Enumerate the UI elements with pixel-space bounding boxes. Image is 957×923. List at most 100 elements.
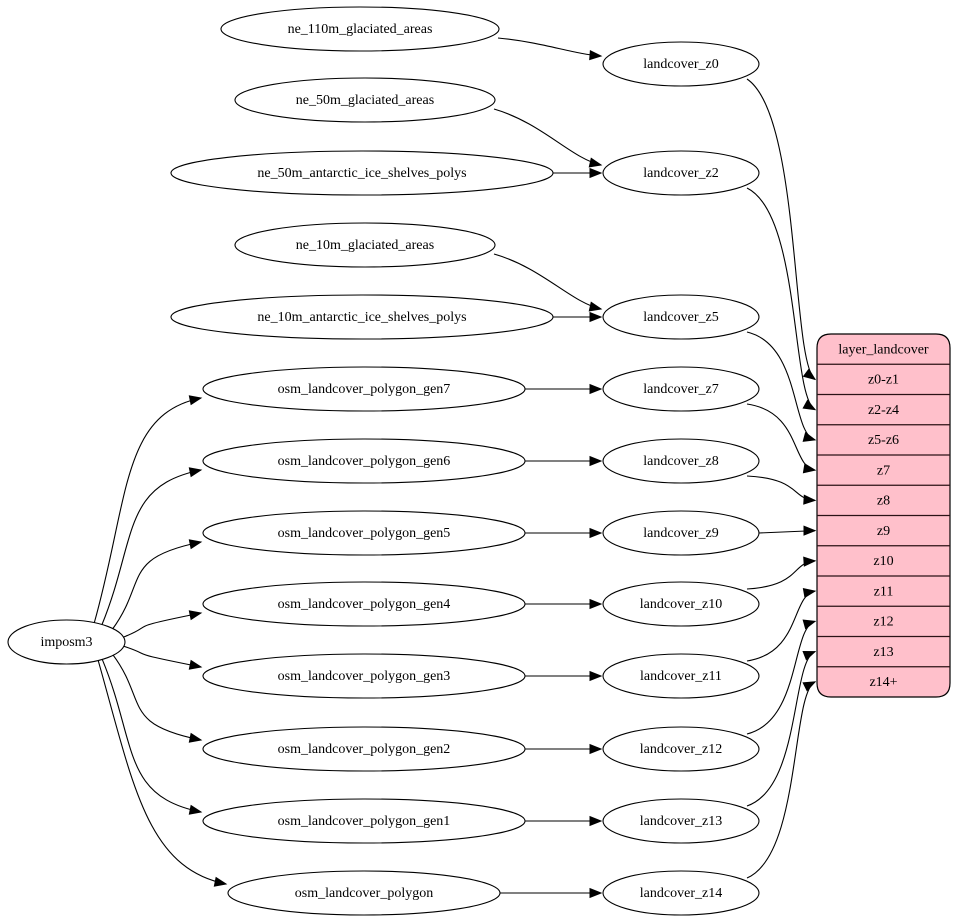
edge-landcover_z13-to-record-port-10	[746, 650, 817, 807]
node-landcover_z5[interactable]: landcover_z5	[602, 294, 760, 340]
edge-arrowhead	[802, 368, 817, 381]
edge-landcover_z0-to-record-port-1-line	[746, 78, 816, 380]
edge-arrowhead	[589, 383, 603, 395]
node-landcover_z5-label: landcover_z5	[643, 310, 718, 325]
edge-arrowhead	[188, 732, 203, 743]
node-landcover_z13[interactable]: landcover_z13	[602, 798, 760, 844]
edge-imposm3-to-osm_landcover_polygon_gen6	[101, 467, 203, 626]
record-row-z0-z1[interactable]: z0-z1	[868, 373, 899, 388]
record-row-label-z5-z6: z5-z6	[868, 433, 899, 448]
node-osm_landcover_polygon_gen4[interactable]: osm_landcover_polygon_gen4	[202, 581, 526, 627]
edge-ne_50m_glaciated_areas-to-landcover_z2	[493, 108, 603, 168]
edge-ne_50m_glaciated_areas-to-landcover_z2-line	[493, 108, 602, 166]
record-row-z9[interactable]: z9	[877, 524, 890, 539]
node-landcover_z11-label: landcover_z11	[640, 669, 722, 684]
node-landcover_z2[interactable]: landcover_z2	[602, 150, 760, 196]
edge-imposm3-to-osm_landcover_polygon_gen4	[122, 610, 203, 638]
node-imposm3-label: imposm3	[40, 635, 92, 650]
record-row-label-z12: z12	[873, 615, 893, 630]
node-osm_landcover_polygon_gen7[interactable]: osm_landcover_polygon_gen7	[202, 366, 526, 412]
edge-imposm3-to-osm_landcover_polygon_gen3	[122, 645, 203, 670]
node-osm_landcover_polygon_gen3-label: osm_landcover_polygon_gen3	[278, 669, 451, 684]
edge-ne_110m_glaciated_areas-to-landcover_z0	[497, 37, 603, 61]
node-ne_10m_glaciated_areas[interactable]: ne_10m_glaciated_areas	[234, 222, 496, 268]
node-landcover_z11-shape	[602, 653, 760, 699]
node-osm_landcover_polygon_gen6-shape	[202, 438, 526, 484]
record-row-z11[interactable]: z11	[874, 584, 894, 599]
record-header-row[interactable]: layer_landcover	[838, 342, 929, 357]
node-landcover_z14-label: landcover_z14	[640, 886, 722, 901]
edge-ne_10m_glaciated_areas-to-landcover_z5	[493, 253, 603, 312]
node-landcover_z13-shape	[602, 798, 760, 844]
edge-osm_landcover_polygon_gen4-to-landcover_z10	[525, 598, 603, 610]
edge-imposm3-to-osm_landcover_polygon	[97, 659, 228, 887]
node-landcover_z8[interactable]: landcover_z8	[602, 438, 760, 484]
edge-landcover_z14-to-record-port-11	[746, 681, 817, 879]
record-row-z7[interactable]: z7	[877, 463, 890, 478]
edge-arrowhead	[188, 395, 203, 406]
edge-imposm3-to-osm_landcover_polygon_gen7-line	[93, 397, 202, 624]
node-ne_110m_glaciated_areas-shape	[220, 6, 500, 52]
node-ne_50m_antarctic_ice_shelves_polys[interactable]: ne_50m_antarctic_ice_shelves_polys	[170, 150, 554, 196]
node-landcover_z14[interactable]: landcover_z14	[602, 870, 760, 916]
edge-arrowhead	[589, 455, 603, 467]
record-row-z10[interactable]: z10	[873, 554, 893, 569]
node-osm_landcover_polygon_gen2-label: osm_landcover_polygon_gen2	[278, 742, 451, 757]
node-osm_landcover_polygon_gen3[interactable]: osm_landcover_polygon_gen3	[202, 653, 526, 699]
node-osm_landcover_polygon_gen5[interactable]: osm_landcover_polygon_gen5	[202, 510, 526, 556]
node-ne_10m_glaciated_areas-shape	[234, 222, 496, 268]
node-ne_50m_glaciated_areas-shape	[234, 77, 496, 123]
edge-imposm3-to-osm_landcover_polygon_gen5	[112, 539, 203, 630]
edge-osm_landcover_polygon_gen2-to-landcover_z12	[525, 743, 603, 755]
node-imposm3[interactable]: imposm3	[7, 619, 126, 665]
node-landcover_z11[interactable]: landcover_z11	[602, 653, 760, 699]
edge-landcover_z2-to-record-port-2	[746, 187, 817, 411]
edge-osm_landcover_polygon_gen7-to-landcover_z7	[525, 383, 603, 395]
record-row-z13[interactable]: z13	[873, 645, 893, 660]
edge-arrowhead	[802, 399, 817, 411]
node-ne_50m_antarctic_ice_shelves_polys-shape	[170, 150, 554, 196]
node-ne_10m_antarctic_ice_shelves_polys[interactable]: ne_10m_antarctic_ice_shelves_polys	[170, 294, 554, 340]
edge-arrowhead	[802, 431, 817, 442]
edge-imposm3-to-osm_landcover_polygon_gen3-line	[122, 645, 202, 668]
node-osm_landcover_polygon[interactable]: osm_landcover_polygon	[227, 870, 501, 916]
record-row-label-z10: z10	[873, 554, 893, 569]
edge-ne_110m_glaciated_areas-to-landcover_z0-line	[497, 37, 602, 57]
node-landcover_z9[interactable]: landcover_z9	[602, 510, 760, 556]
edge-ne_10m_glaciated_areas-to-landcover_z5-line	[493, 253, 602, 310]
node-landcover_z12[interactable]: landcover_z12	[602, 726, 760, 772]
record-row-z8[interactable]: z8	[877, 494, 890, 509]
node-landcover_z7[interactable]: landcover_z7	[602, 366, 760, 412]
node-ne_50m_glaciated_areas[interactable]: ne_50m_glaciated_areas	[234, 77, 496, 123]
record-row-z2-z4[interactable]: z2-z4	[868, 403, 899, 418]
node-landcover_z10[interactable]: landcover_z10	[602, 581, 760, 627]
edge-imposm3-to-osm_landcover_polygon_gen2	[112, 654, 203, 743]
nodes-layer: imposm3 ne_110m_glaciated_areas ne_50m_gla…	[7, 6, 760, 916]
node-osm_landcover_polygon_gen6[interactable]: osm_landcover_polygon_gen6	[202, 438, 526, 484]
edge-landcover_z11-to-record-port-8	[746, 588, 817, 662]
edge-imposm3-to-osm_landcover_polygon_gen6-line	[101, 469, 202, 626]
record-node-layer-landcover[interactable]: layer_landcover z0-z1 z2-z4 z5-z6 z7 z8 z9 z10 z…	[816, 333, 951, 698]
node-osm_landcover_polygon_gen1[interactable]: osm_landcover_polygon_gen1	[202, 798, 526, 844]
record-row-label-z13: z13	[873, 645, 893, 660]
edge-arrowhead	[803, 525, 817, 536]
edge-arrowhead	[802, 463, 817, 474]
record-row-z5-z6[interactable]: z5-z6	[868, 433, 899, 448]
node-landcover_z0[interactable]: landcover_z0	[602, 41, 760, 87]
edge-imposm3-to-osm_landcover_polygon_gen5-line	[112, 541, 202, 630]
edge-arrowhead	[589, 887, 603, 899]
edge-arrowhead	[213, 876, 228, 887]
node-landcover_z13-label: landcover_z13	[640, 814, 722, 829]
record-row-z14+[interactable]: z14+	[869, 675, 897, 690]
node-ne_110m_glaciated_areas[interactable]: ne_110m_glaciated_areas	[220, 6, 500, 52]
record-node-layer: layer_landcover z0-z1 z2-z4 z5-z6 z7 z8 z9 z10 z…	[816, 333, 951, 698]
edge-arrowhead	[588, 157, 603, 168]
node-osm_landcover_polygon_gen1-shape	[202, 798, 526, 844]
edge-ne_50m_antarctic_ice_shelves_polys-to-landcover_z2	[553, 167, 603, 179]
record-row-z12[interactable]: z12	[873, 615, 893, 630]
node-osm_landcover_polygon_gen2[interactable]: osm_landcover_polygon_gen2	[202, 726, 526, 772]
edge-landcover_z8-to-record-port-5	[746, 475, 817, 505]
edge-osm_landcover_polygon_gen3-to-landcover_z11	[525, 670, 603, 682]
edge-landcover_z7-to-record-port-4	[746, 403, 817, 474]
